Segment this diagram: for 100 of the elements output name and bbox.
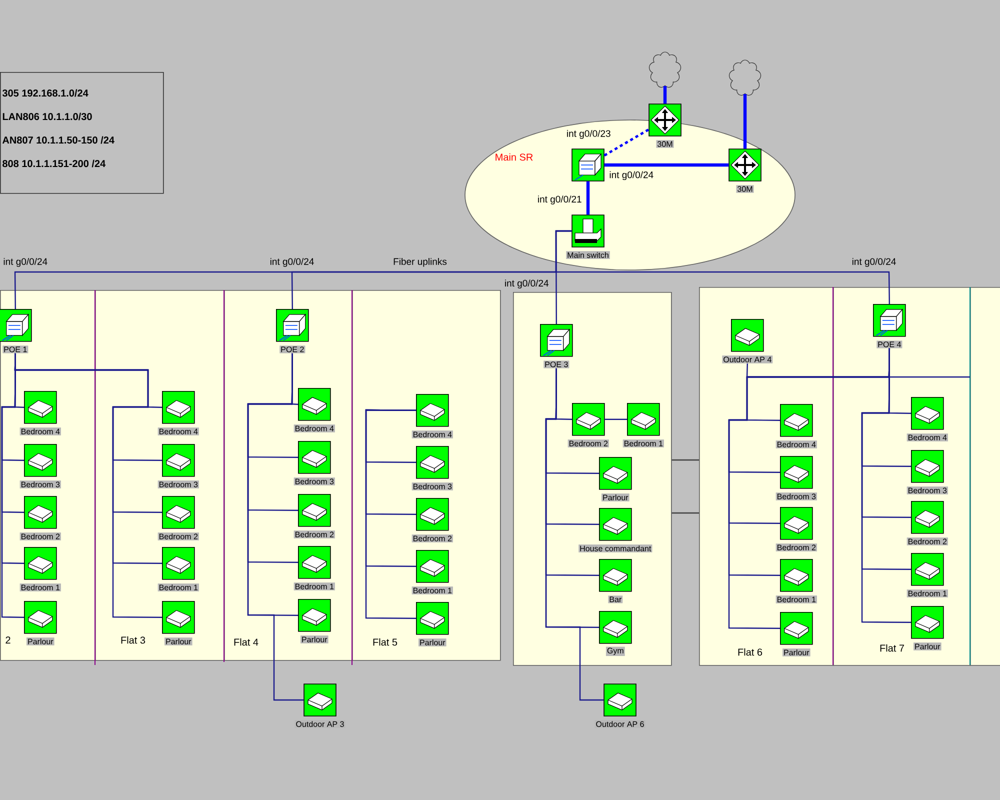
node-label: Bedroom 3 — [908, 487, 947, 494]
cable-line — [672, 459, 699, 461]
access-point: Bedroom 2 — [412, 498, 453, 542]
access-point: Bedroom 3 — [906, 450, 948, 494]
access-point: Bedroom 4 — [20, 391, 61, 436]
node-label: Bedroom 4 — [908, 434, 947, 440]
node-label: Bedroom 1 — [296, 583, 334, 590]
node-label: Outdoor AP 6 — [596, 721, 644, 727]
node-label: Bedroom 2 — [414, 535, 452, 542]
node-label: Bedroom 4 — [778, 441, 816, 448]
node-label: Bedroom 4 — [414, 431, 452, 438]
edge-label: int g0/0/24 — [4, 258, 48, 267]
node-label: Bedroom 3 — [296, 478, 334, 484]
access-point: Outdoor AP 6 — [594, 684, 646, 728]
access-point: Parlour — [24, 601, 57, 646]
access-point: Bedroom 2 — [776, 507, 817, 552]
access-point: Parlour — [599, 457, 632, 502]
network-switch: Main switch — [566, 214, 610, 259]
access-point: Parlour — [298, 599, 331, 644]
poe-switch: POE 2 — [276, 309, 309, 354]
node-label: House commandant — [580, 545, 652, 552]
node-label: Bedroom 3 — [414, 483, 452, 490]
access-point: Bedroom 1 — [20, 547, 61, 592]
node-label: Gym — [607, 648, 624, 656]
node-label: Bedroom 4 — [159, 428, 198, 434]
node-label: Bedroom 1 — [159, 584, 198, 590]
access-point: Outdoor AP 4 — [722, 319, 773, 364]
node-label: Bedroom 1 — [21, 584, 60, 590]
cable-line — [365, 409, 416, 619]
poe-switch: POE 4 — [873, 304, 906, 348]
cable-line — [663, 86, 667, 104]
cable-line — [888, 348, 970, 378]
cloud-symbol — [648, 52, 682, 88]
access-point: Bedroom 4 — [906, 397, 948, 442]
node-label: Bedroom 1 — [624, 440, 663, 446]
access-point: Bedroom 2 — [158, 496, 199, 540]
cable-line — [545, 368, 604, 701]
access-point: Parlour — [911, 606, 944, 650]
node-label: Bedroom 1 — [414, 587, 452, 594]
node-label: Bedroom 2 — [21, 533, 60, 540]
cable-line — [672, 512, 699, 514]
cable-line — [604, 128, 650, 156]
node-label: Outdoor AP 4 — [724, 356, 772, 362]
node-label: Bedroom 4 — [21, 428, 60, 434]
access-point: Parlour — [780, 612, 813, 656]
node-label: Bedroom 3 — [778, 493, 816, 500]
cable-line — [604, 418, 627, 420]
cable-line — [604, 163, 729, 167]
access-point: Bedroom 1 — [412, 550, 453, 594]
access-point: Bedroom 4 — [776, 404, 817, 448]
node-label: Bedroom 2 — [908, 538, 947, 544]
node-label: Bedroom 3 — [159, 481, 198, 488]
wireless-controller — [572, 148, 604, 182]
cable-line — [586, 181, 590, 215]
access-point: Bedroom 2 — [568, 403, 609, 448]
access-point: Outdoor AP 3 — [294, 684, 346, 728]
cable-line — [14, 353, 162, 618]
node-label: Parlour — [784, 649, 810, 656]
edge-label: int g0/0/21 — [538, 196, 582, 204]
access-point: Bedroom 3 — [776, 456, 817, 500]
node-label: POE 4 — [878, 342, 901, 348]
node-label: POE 3 — [545, 362, 568, 368]
node-label: Bar — [610, 596, 622, 602]
router: 30M — [728, 148, 762, 193]
access-point: Bedroom 1 — [906, 553, 948, 598]
router: 30M — [648, 104, 682, 148]
access-point: Bedroom 1 — [622, 403, 664, 448]
node-label: 30M — [658, 141, 672, 147]
node-label: 30M — [738, 186, 752, 192]
node-label: POE 2 — [281, 346, 304, 352]
access-point: Bedroom 1 — [158, 547, 199, 592]
cloud-symbol — [728, 60, 762, 96]
node-label: Bedroom 2 — [570, 440, 608, 446]
edge-label: int g0/0/24 — [610, 171, 654, 180]
node-label: Bedroom 2 — [296, 531, 334, 538]
node-label: Main switch — [568, 252, 608, 258]
access-point: House commandant — [578, 508, 652, 552]
text-label: Fiber uplinks — [394, 258, 447, 267]
access-point: Bedroom 2 — [906, 501, 948, 546]
flat-panel — [970, 287, 1000, 666]
node-label: Parlour — [915, 643, 940, 650]
edge-label: int g0/0/23 — [567, 130, 610, 139]
poe-switch: POE 1 — [0, 309, 32, 354]
edge-label: int g0/0/24 — [270, 258, 314, 267]
access-point: Bedroom 4 — [412, 394, 453, 438]
node-label: Bedroom 2 — [159, 533, 198, 540]
node-label: POE 1 — [4, 346, 27, 352]
access-point: Bedroom 3 — [158, 444, 199, 488]
access-point: Bedroom 3 — [412, 446, 453, 490]
access-point: Bedroom 3 — [20, 444, 61, 488]
note-box: 305 192.168.1.0/24 LAN806 10.1.1.0/30 AN807 10.1.1.50-150 /24 808 10.1.1.151-200 /24 — [0, 72, 164, 194]
access-point: Bedroom 2 — [294, 494, 335, 538]
node-label: Bedroom 3 — [21, 481, 60, 488]
access-point: Bedroom 4 — [294, 388, 335, 432]
node-label: Parlour — [166, 638, 192, 644]
cable-line — [247, 353, 304, 701]
access-point: Parlour — [416, 602, 449, 646]
access-point: Bedroom 1 — [776, 559, 817, 604]
cable-line — [555, 230, 890, 304]
node-label: Parlour — [603, 494, 628, 500]
